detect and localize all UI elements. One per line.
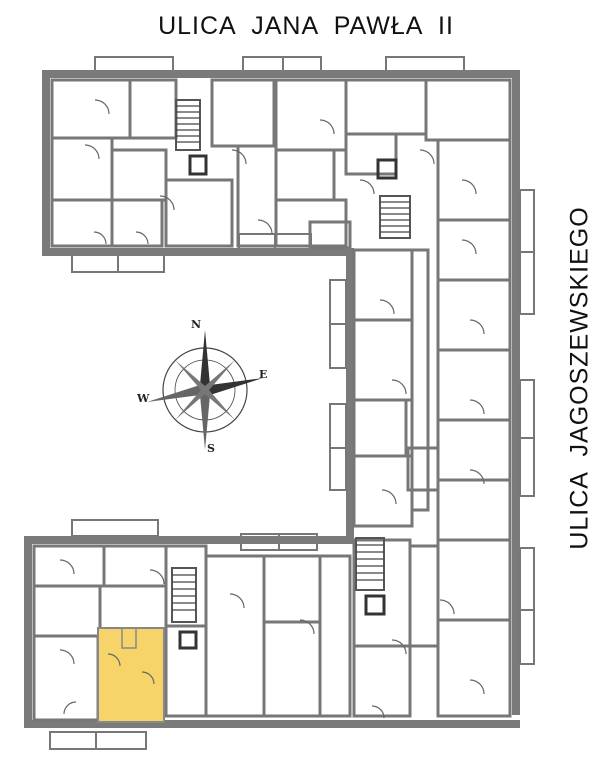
wing-right: [346, 138, 512, 542]
compass-rose: N E S W: [136, 318, 267, 455]
compass-w: W: [136, 392, 150, 405]
street-label-jana-pawla: ULICA JANA PAWŁA II: [158, 12, 454, 40]
staircase-top-right: [379, 195, 411, 239]
elevator-top-right: [376, 158, 398, 180]
staircase-top-left: [175, 99, 201, 151]
elevator-top-left: [188, 154, 208, 176]
compass-n: N: [191, 318, 201, 331]
balconies-right: [329, 189, 535, 665]
compass-e: E: [259, 368, 267, 381]
staircase-bottom-right: [355, 537, 385, 591]
elevator-bottom-right: [364, 594, 386, 616]
compass-s: S: [207, 442, 215, 455]
highlighted-apartment[interactable]: [97, 627, 165, 723]
door-swings: [59, 99, 485, 719]
wing-top: [42, 70, 520, 715]
wing-bottom: [24, 536, 520, 728]
staircase-bottom-left: [171, 567, 197, 623]
elevator-bottom-left: [178, 630, 198, 650]
